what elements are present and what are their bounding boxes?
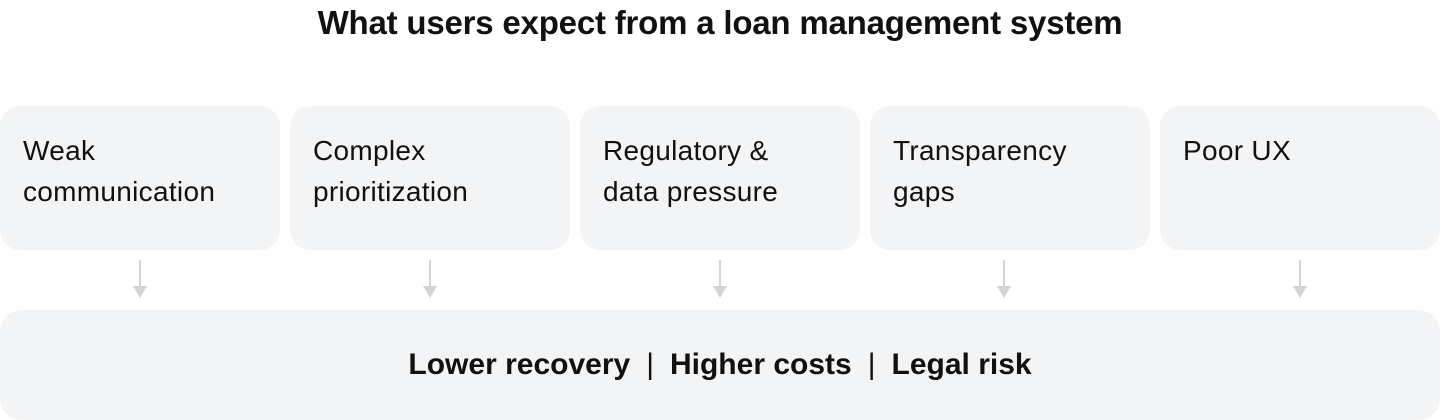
cause-box-transparency-gaps: Transparency gaps: [870, 106, 1150, 250]
cause-label: Poor UX: [1183, 135, 1291, 166]
outcome-lower-recovery: Lower recovery: [408, 348, 631, 381]
cause-label: Regulatory &: [603, 135, 769, 166]
outcome-box: Lower recovery | Higher costs | Legal ri…: [0, 310, 1440, 420]
outcome-legal-risk: Legal risk: [891, 348, 1032, 381]
cause-box-complex-prioritization: Complex prioritization: [290, 106, 570, 250]
cause-label: data pressure: [603, 176, 779, 207]
arrow-down-icon: [133, 260, 147, 298]
cause-label: communication: [23, 176, 216, 207]
cause-box-regulatory-pressure: Regulatory & data pressure: [580, 106, 860, 250]
arrow-down-icon: [713, 260, 727, 298]
cause-label: prioritization: [313, 176, 469, 207]
arrow-down-icon: [1293, 260, 1307, 298]
outcome-separator: |: [867, 348, 876, 381]
cause-label: Complex: [313, 135, 426, 166]
cause-box-weak-communication: Weak communication: [0, 106, 280, 250]
outcome-higher-costs: Higher costs: [669, 348, 852, 381]
diagram-title: What users expect from a loan management…: [317, 4, 1123, 41]
cause-label: Transparency: [893, 135, 1067, 166]
cause-box-poor-ux: Poor UX: [1160, 106, 1440, 250]
arrow-down-icon: [423, 260, 437, 298]
cause-label: Weak: [23, 135, 96, 166]
outcome-separator: |: [646, 348, 654, 381]
cause-label: gaps: [893, 176, 955, 207]
arrow-down-icon: [997, 260, 1011, 298]
